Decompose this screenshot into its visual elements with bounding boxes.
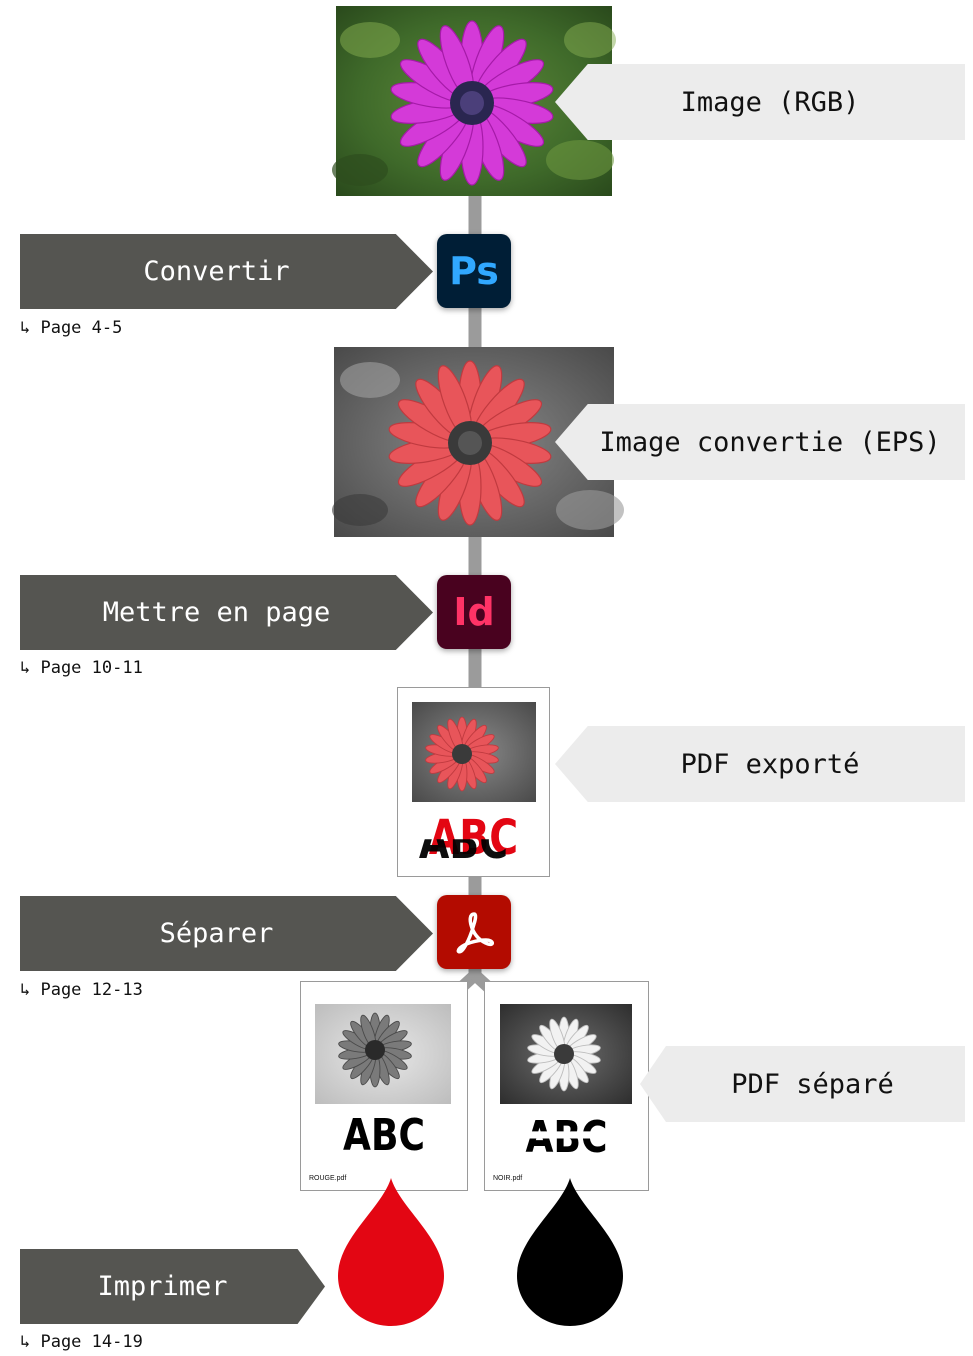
stage-label-pdf-text: PDF exporté [680,748,860,780]
stage-label-rgb: Image (RGB) [555,64,965,140]
page-ref-convert: ↳ Page 4-5 [20,318,123,338]
black-separation-image [500,1004,632,1104]
stage-label-separated-text: PDF séparé [731,1068,894,1100]
black-separation-document: ABC NOIR.pdf [484,981,649,1191]
photoshop-icon-text: Ps [449,249,499,293]
exported-pdf-document: ABC ABC [397,687,550,877]
exported-pdf-text: ABC [428,810,519,866]
page-ref-print: ↳ Page 14-19 [20,1332,143,1352]
stage-label-eps-text: Image convertie (EPS) [599,426,941,458]
indesign-icon: Id [437,575,511,649]
red-separation-document: ABC ROUGE.pdf [300,981,468,1191]
black-ink-drop [517,1178,623,1326]
page-ref-layout: ↳ Page 10-11 [20,658,143,678]
stage-label-eps: Image convertie (EPS) [555,404,965,480]
red-separation-image [315,1004,451,1104]
acrobat-icon [437,895,511,969]
red-ink-drop [338,1178,444,1326]
step-label-layout-text: Mettre en page [102,597,331,628]
step-label-layout: Mettre en page [20,575,433,650]
page-ref-separate: ↳ Page 12-13 [20,980,143,1000]
eps-image [332,347,624,537]
stage-label-separated: PDF séparé [640,1046,965,1122]
acrobat-logo [456,912,494,954]
step-label-separate: Séparer [20,896,433,971]
exported-pdf-image [412,702,536,802]
step-label-print: Imprimer [20,1249,325,1324]
step-label-print-text: Imprimer [97,1271,228,1302]
step-label-convert-text: Convertir [143,256,290,287]
red-file-name: ROUGE.pdf [309,1175,347,1182]
black-file-name: NOIR.pdf [493,1175,523,1182]
stage-label-pdf: PDF exporté [555,726,965,802]
photoshop-icon: Ps [437,234,511,308]
black-separation-text: ABC [525,1112,608,1163]
red-separation-text: ABC [343,1110,425,1161]
exported-pdf-text-black: ABC [418,814,509,870]
indesign-icon-text: Id [453,590,495,634]
step-label-separate-text: Séparer [159,918,274,949]
step-label-convert: Convertir [20,234,433,309]
stage-label-rgb-text: Image (RGB) [680,86,860,118]
